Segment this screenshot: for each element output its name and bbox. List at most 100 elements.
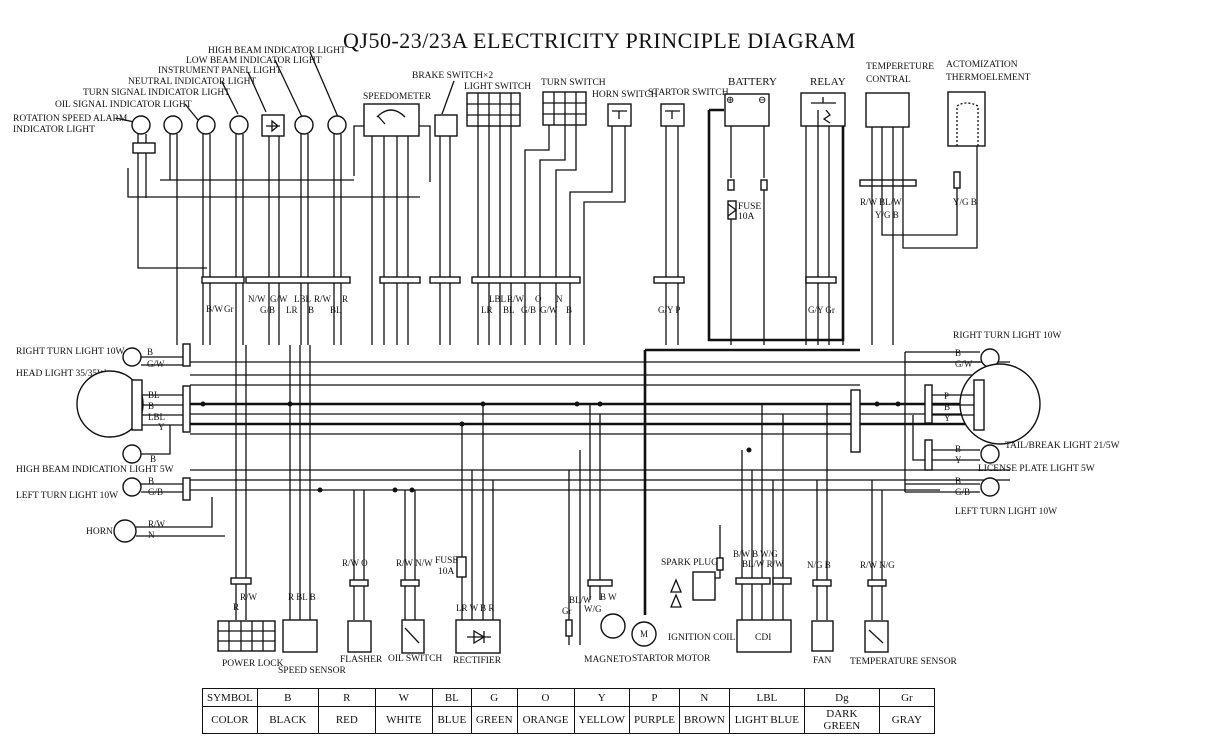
wire-label: RECTIFIER bbox=[453, 656, 502, 666]
wire-label: ACTOMIZATION bbox=[946, 60, 1018, 70]
wire-label: G/W bbox=[955, 359, 973, 369]
wire-label: M bbox=[640, 629, 648, 639]
turn-signal-bulb-icon bbox=[196, 115, 216, 145]
wire-label: R/W BL/W bbox=[860, 197, 902, 207]
head-light-label: HEAD LIGHT 35/35W bbox=[16, 369, 106, 379]
license-plate-label: LICENSE PLATE LIGHT 5W bbox=[978, 464, 1095, 474]
legend-color: BROWN bbox=[678, 706, 730, 734]
speedometer: SPEEDOMETER bbox=[353, 92, 432, 182]
horn-switch: HORN SWITCH bbox=[592, 90, 658, 127]
wire-label: B bbox=[150, 454, 156, 464]
wire-label: R/W N/G bbox=[860, 560, 895, 570]
left-turn-rear-label: LEFT TURN LIGHT 10W bbox=[955, 507, 1057, 517]
high-beam-indication-label: HIGH BEAM INDICATION LIGHT 5W bbox=[16, 465, 174, 475]
right-turn-front-bulb-icon bbox=[122, 347, 142, 367]
wire-label: B bbox=[148, 401, 154, 411]
wire-label: B bbox=[566, 305, 572, 315]
wire-label: TEMPERATURE SENSOR bbox=[850, 657, 958, 667]
legend-symbol-row: SYMBOL B R W BL G O Y P N LBL Dg Gr bbox=[202, 688, 935, 707]
legend-color: GRAY bbox=[878, 706, 935, 734]
wire-label: BL/W bbox=[569, 595, 592, 605]
wire-label: N bbox=[148, 530, 155, 540]
wire-label: R bbox=[233, 602, 239, 612]
battery: BATTERY ⊕ ⊖ FUSE 10A bbox=[724, 76, 777, 222]
wire-label: TEMPERETURE bbox=[866, 62, 934, 72]
wire-label: SPEED SENSOR bbox=[278, 666, 346, 676]
temperature-control: TEMPERETURE CONTRAL bbox=[859, 62, 934, 187]
legend-symbol: B bbox=[256, 688, 319, 707]
wire-label: BL bbox=[503, 305, 515, 315]
wire-label: LBL bbox=[489, 294, 506, 304]
high-beam-bulb-front-icon bbox=[122, 444, 142, 464]
low-beam-indicator-label: LOW BEAM INDICATOR LIGHT bbox=[186, 56, 322, 66]
rotation-speed-bulb-icon bbox=[131, 115, 156, 154]
legend-color: LIGHT BLUE bbox=[728, 706, 805, 734]
battery-positive-icon: ⊕ bbox=[726, 95, 734, 106]
wire-label: CDI bbox=[755, 633, 771, 643]
legend-symbol: G bbox=[470, 688, 518, 707]
wire-label: R bbox=[342, 294, 348, 304]
brake-switch-label: BRAKE SWITCH×2 bbox=[412, 71, 493, 81]
tail-light-icon bbox=[959, 363, 1041, 445]
turn-switch-label: TURN SWITCH bbox=[541, 78, 606, 88]
turn-switch: TURN SWITCH bbox=[541, 78, 606, 126]
spark-plug-label: SPARK PLUG bbox=[661, 558, 718, 568]
wire-label: Y bbox=[158, 422, 165, 432]
wire-label: 10A bbox=[438, 567, 455, 577]
neutral-bulb-icon bbox=[229, 115, 249, 145]
wire-label: LR W B R bbox=[456, 603, 494, 613]
wire-label: LBL bbox=[148, 412, 165, 422]
wire-label: G/W bbox=[270, 294, 288, 304]
legend-color: WHITE bbox=[374, 706, 433, 734]
left-turn-front-label: LEFT TURN LIGHT 10W bbox=[16, 491, 118, 501]
bottom-components: R/W R POWER LOCK R BL B SPEED SENSOR R/W… bbox=[217, 345, 958, 676]
legend-color-row: COLOR BLACK RED WHITE BLUE GREEN ORANGE … bbox=[202, 706, 935, 734]
legend-symbol: LBL bbox=[728, 688, 805, 707]
legend-symbol: O bbox=[516, 688, 575, 707]
wire-label: N bbox=[556, 294, 563, 304]
instrument-panel-led-icon bbox=[261, 114, 285, 137]
legend-color: PURPLE bbox=[628, 706, 680, 734]
wire-label: B W bbox=[600, 592, 617, 602]
battery-negative-icon: ⊖ bbox=[758, 95, 766, 106]
wire-label: B/W B W/G bbox=[733, 549, 778, 559]
right-turn-front-label: RIGHT TURN LIGHT 10W bbox=[16, 347, 124, 357]
wire-label: G/W bbox=[540, 305, 558, 315]
low-beam-bulb-icon bbox=[294, 115, 314, 145]
wire-label: Y bbox=[944, 413, 951, 423]
connector-wire-labels: B/W Gr N/W G/W LBL R/W R G/B LR B BL LBL… bbox=[206, 197, 977, 315]
wire-label: Gr bbox=[562, 606, 572, 616]
front-left-components: RIGHT TURN LIGHT 10W HEAD LIGHT 35/35W H… bbox=[16, 343, 225, 543]
indicator-labels: HIGH BEAM INDICATOR LIGHT LOW BEAM INDIC… bbox=[13, 46, 346, 135]
spark-plug-icon bbox=[670, 578, 682, 608]
high-beam-indicator-label: HIGH BEAM INDICATOR LIGHT bbox=[208, 46, 346, 56]
tail-light-label: TAIL/BREAK LIGHT 21/5W bbox=[1005, 441, 1120, 451]
right-turn-rear-label: RIGHT TURN LIGHT 10W bbox=[953, 331, 1061, 341]
wire-label: FUSE bbox=[435, 556, 458, 566]
wire-label: OIL SWITCH bbox=[388, 654, 442, 664]
battery-label: BATTERY bbox=[728, 76, 777, 88]
wire-label: R BL B bbox=[288, 592, 316, 602]
legend-color: DARK GREEN bbox=[803, 706, 880, 734]
legend-color: YELLOW bbox=[573, 706, 630, 734]
neutral-indicator-label: NEUTRAL INDICATOR LIGHT bbox=[128, 77, 256, 87]
legend-color: BLUE bbox=[431, 706, 472, 734]
wire-label: B bbox=[944, 402, 950, 412]
wire-label: B bbox=[955, 444, 961, 454]
top-wire-bundle bbox=[127, 108, 978, 345]
wire-label: B bbox=[955, 476, 961, 486]
speedometer-label: SPEEDOMETER bbox=[363, 92, 432, 102]
legend-symbol: P bbox=[628, 688, 680, 707]
left-turn-rear-bulb-icon bbox=[980, 477, 1000, 497]
fuse-rating: 10A bbox=[738, 212, 755, 222]
cdi-icon bbox=[736, 619, 792, 653]
wire-label: POWER LOCK bbox=[222, 659, 284, 669]
speed-sensor-icon bbox=[282, 619, 318, 653]
wire-label: G/Y P bbox=[658, 305, 680, 315]
light-switch-label: LIGHT SWITCH bbox=[464, 82, 531, 92]
legend-color: GREEN bbox=[470, 706, 518, 734]
instrument-panel-light-label: INSTRUMENT PANEL LIGHT bbox=[158, 66, 282, 76]
wire-label: B bbox=[308, 305, 314, 315]
legend-symbol: W bbox=[374, 688, 433, 707]
